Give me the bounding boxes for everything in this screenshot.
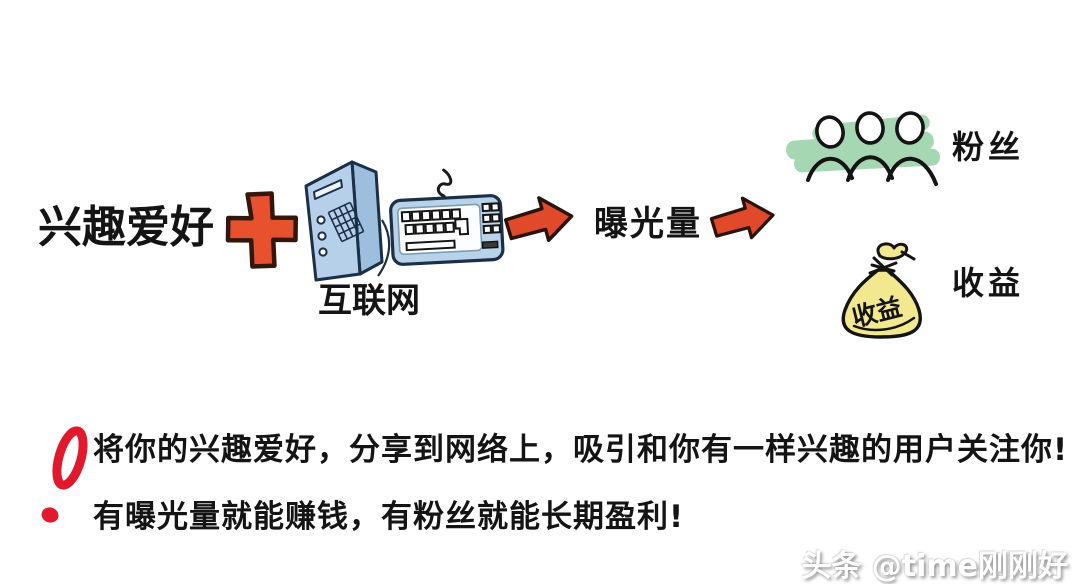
computer-tower-icon — [304, 160, 391, 282]
arrow-right-icon — [503, 196, 574, 242]
arrow-right-icon — [709, 196, 775, 240]
hobby-label: 兴趣爱好 — [38, 202, 214, 253]
keyboard-icon — [389, 168, 505, 266]
exclamation-icon — [41, 426, 88, 523]
plus-icon — [225, 191, 299, 269]
fans-label: 粉丝 — [952, 128, 1025, 166]
income-label: 收益 — [952, 264, 1025, 302]
exposure-label: 曝光量 — [594, 204, 702, 244]
fans-group-icon — [786, 111, 940, 186]
money-bag-icon: 收益 — [841, 242, 922, 339]
watermark-text: 头条 @time刚刚好 — [801, 549, 1068, 584]
note-line-2: 有曝光量就能赚钱，有粉丝就能长期盈利! — [93, 499, 685, 535]
note-line-1: 将你的兴趣爱好，分享到网络上，吸引和你有一样兴趣的用户关注你! — [93, 432, 1069, 468]
internet-label: 互联网 — [318, 281, 420, 321]
